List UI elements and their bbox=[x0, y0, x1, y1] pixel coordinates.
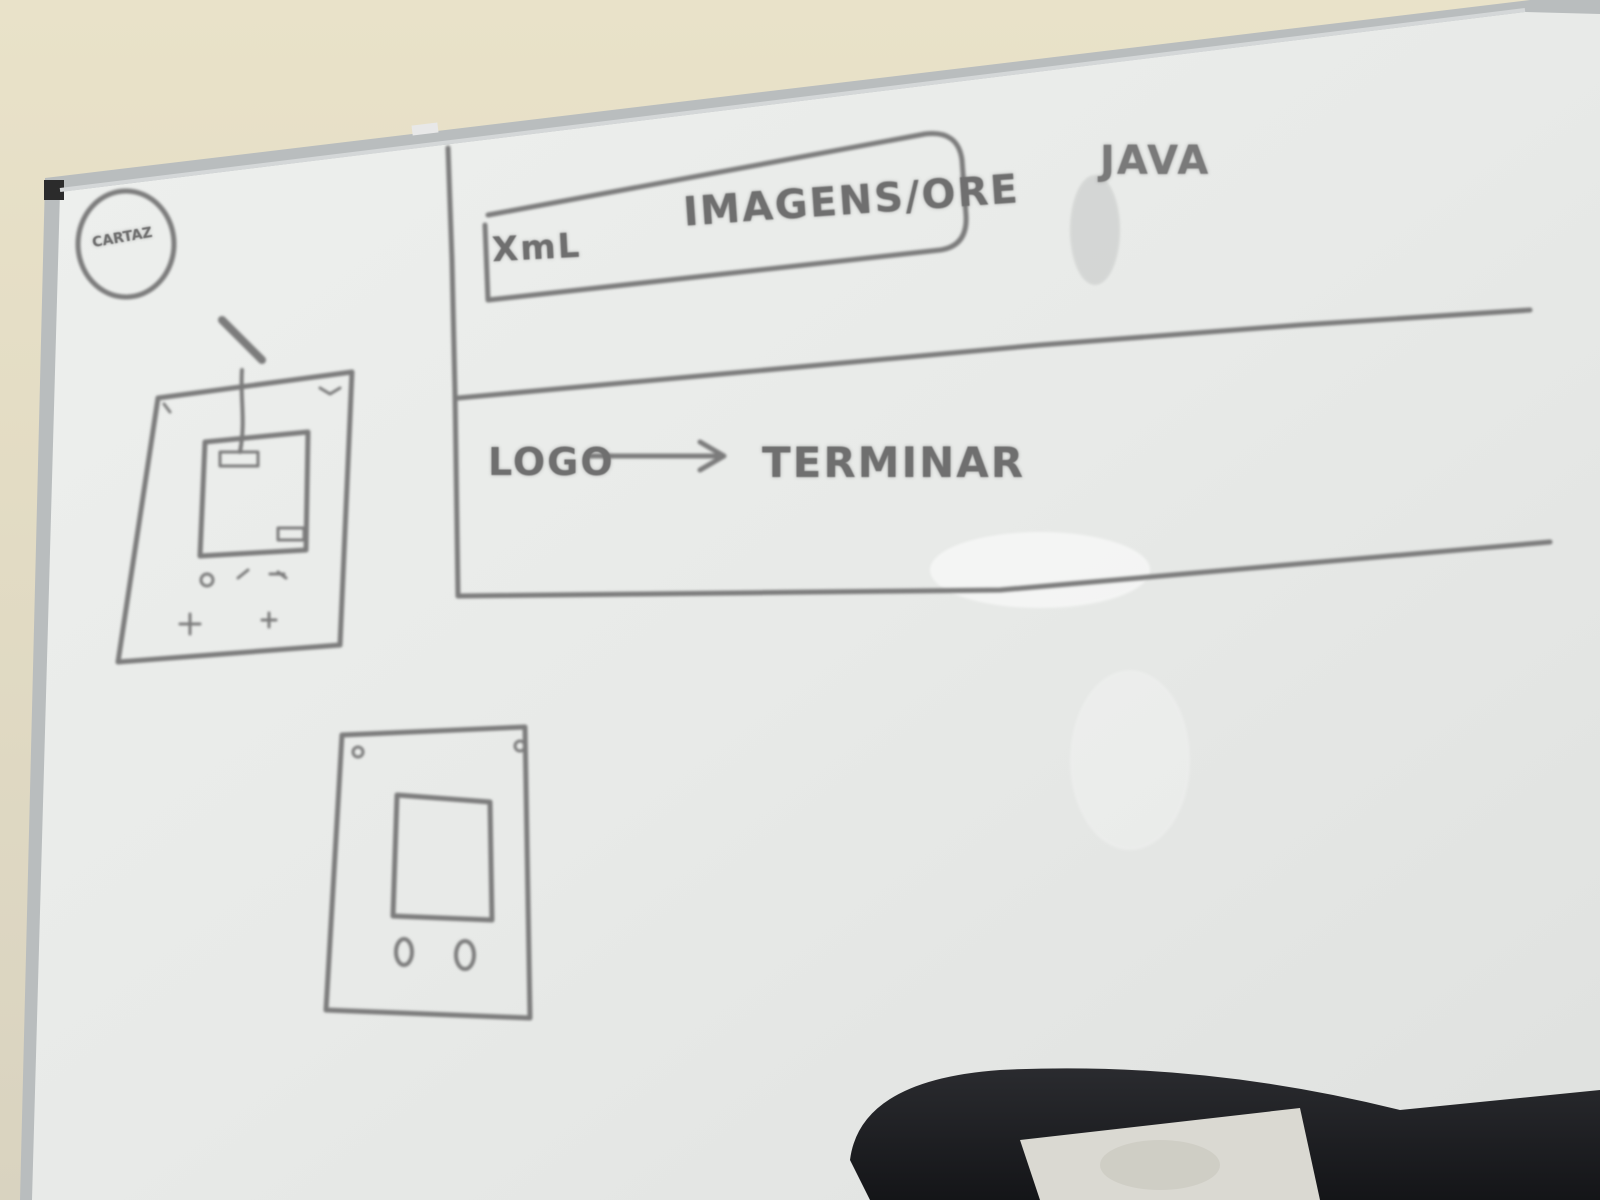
phone-marks bbox=[236, 568, 288, 580]
frame-corner bbox=[44, 180, 64, 200]
circle-sketch bbox=[75, 188, 177, 300]
terminar-label: TERMINAR bbox=[762, 438, 1026, 487]
phone-icons bbox=[178, 611, 278, 636]
smudge bbox=[1070, 175, 1120, 285]
phone-sketch-2 bbox=[323, 724, 533, 1021]
annotation-arrow bbox=[238, 368, 245, 454]
corner-marks bbox=[162, 386, 342, 414]
phone-sketch-1 bbox=[115, 369, 355, 665]
xml-label: XmL bbox=[491, 225, 583, 271]
java-label: JAVA bbox=[1100, 138, 1211, 184]
divider-vertical bbox=[445, 145, 461, 599]
hline-2 bbox=[455, 539, 1553, 599]
phone-dot bbox=[199, 572, 215, 588]
phone-corner-right bbox=[513, 739, 527, 753]
arrow-head bbox=[697, 439, 727, 473]
phone-button-right bbox=[454, 939, 476, 971]
frame-edge bbox=[59, 8, 1526, 192]
bag-label-circle bbox=[1100, 1140, 1220, 1190]
phone-screen-1 bbox=[197, 429, 311, 559]
whiteboard-surface bbox=[32, 12, 1600, 1200]
hline-1 bbox=[455, 307, 1533, 401]
glare-2 bbox=[1070, 670, 1190, 850]
logo-label: LOGO bbox=[488, 440, 615, 484]
phone-button-left bbox=[394, 937, 414, 967]
marker-drawing bbox=[75, 131, 1553, 1021]
annotation-scribble bbox=[218, 316, 266, 364]
screen-button bbox=[276, 526, 306, 542]
board-clip bbox=[411, 122, 439, 136]
phone-screen-2 bbox=[390, 792, 495, 923]
glare bbox=[930, 532, 1150, 608]
rounded-box bbox=[482, 131, 969, 303]
phone-corner-left bbox=[351, 745, 365, 759]
